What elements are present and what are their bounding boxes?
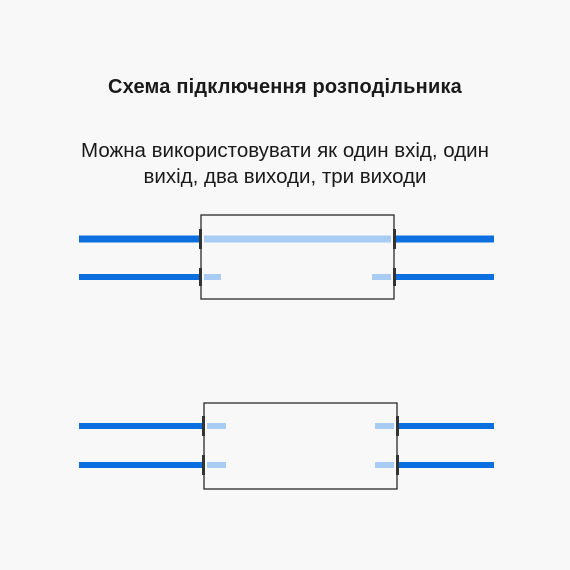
subtitle-line-1: Можна використовувати як один вхід, один xyxy=(81,139,489,162)
connector2-left-bottom xyxy=(202,455,205,475)
connector-right-bottom xyxy=(393,268,396,286)
page-title: Схема підключення розподільника xyxy=(108,76,462,98)
splitter-box-1 xyxy=(200,214,395,300)
connector2-right-bottom xyxy=(396,455,399,475)
subtitle-line-2: вихід, два виходи, три виходи xyxy=(143,165,427,188)
splitter-diagram-1 xyxy=(79,214,494,300)
connector2-right-top xyxy=(396,416,399,436)
connector-left-bottom xyxy=(199,268,202,286)
connector2-left-top xyxy=(202,416,205,436)
connector-left-top xyxy=(199,229,202,249)
connector-right-top xyxy=(393,229,396,249)
page-subtitle: Можна використовувати як один вхід, один… xyxy=(0,138,570,190)
splitter-diagram-2 xyxy=(79,402,494,490)
splitter-box-2 xyxy=(203,402,398,490)
